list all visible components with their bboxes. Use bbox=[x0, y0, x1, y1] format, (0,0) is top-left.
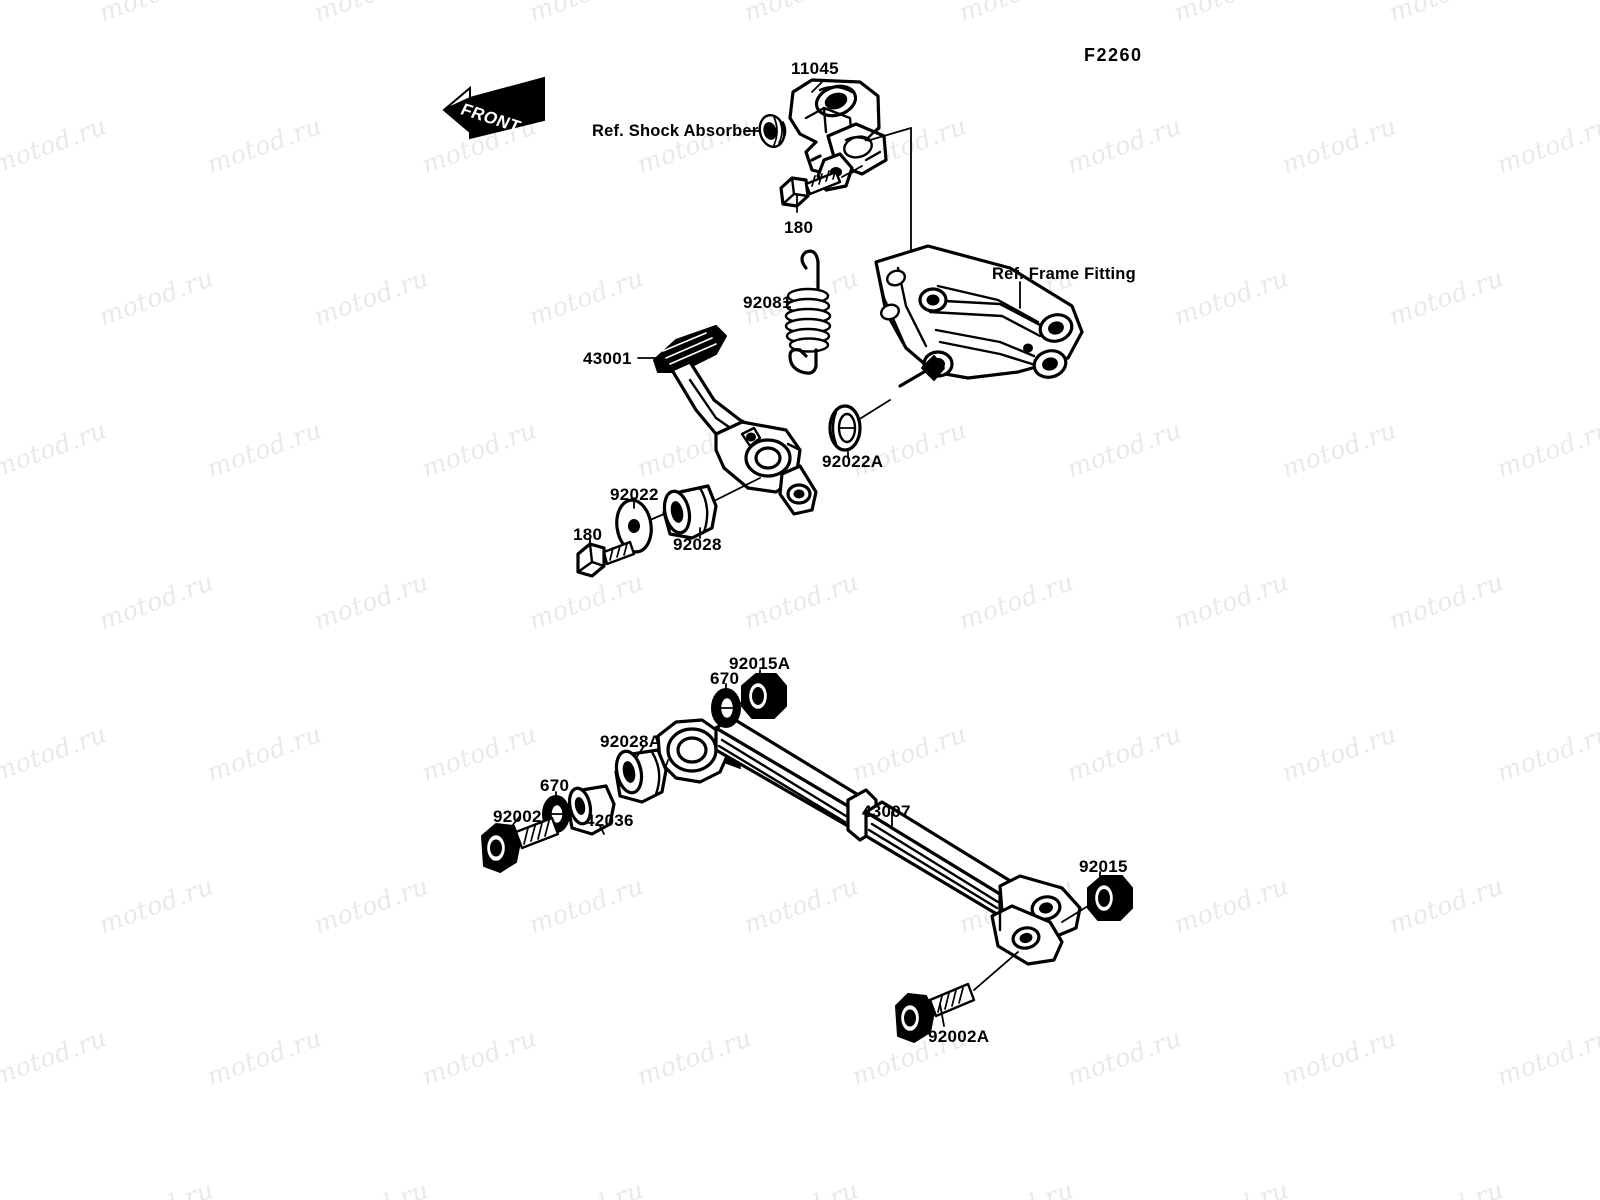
part-label-92028: 92028 bbox=[673, 535, 722, 554]
diagram-code: F2260 bbox=[1084, 45, 1143, 65]
part-label-43007: 43007 bbox=[862, 802, 911, 821]
part-label-92081: 92081 bbox=[743, 293, 792, 312]
part-92002A-flange-bolt bbox=[895, 951, 1019, 1043]
part-43007-torque-link bbox=[656, 716, 1082, 966]
part-92081-spring bbox=[784, 249, 832, 375]
part-label-180-lower: 180 bbox=[573, 525, 603, 544]
leader-92022A-axis bbox=[857, 399, 891, 421]
front-direction-badge: FRONT bbox=[440, 74, 550, 149]
part-label-92022: 92022 bbox=[610, 485, 659, 504]
part-frame-fitting bbox=[874, 244, 1084, 388]
ref-frame-fitting-label: Ref. Frame Fitting bbox=[992, 265, 1136, 283]
part-92022A-washer bbox=[828, 404, 862, 452]
leader-92028-axis bbox=[715, 477, 761, 501]
part-label-92015: 92015 bbox=[1079, 857, 1128, 876]
part-shock-absorber-bushing bbox=[758, 114, 787, 148]
part-label-42036: 42036 bbox=[585, 811, 634, 830]
part-label-11045: 11045 bbox=[791, 59, 839, 78]
part-92015A-nut bbox=[741, 673, 787, 719]
part-11045-bracket bbox=[788, 78, 888, 192]
part-92015-nut bbox=[1087, 875, 1133, 921]
part-92022-washer bbox=[615, 498, 653, 554]
leader-11045 bbox=[811, 81, 823, 93]
part-label-670-lower: 670 bbox=[540, 776, 570, 795]
leader-42036 bbox=[599, 825, 605, 835]
part-label-43001: 43001 bbox=[583, 349, 632, 368]
ref-shock-absorber-label: Ref. Shock Absorber bbox=[592, 122, 759, 140]
leader-92028A-axis bbox=[665, 759, 669, 767]
part-43001-brake-pedal bbox=[653, 325, 818, 516]
part-label-180-upper: 180 bbox=[784, 218, 814, 237]
leader-bolt-to-bracket bbox=[841, 165, 863, 178]
leader-92028A bbox=[635, 745, 645, 759]
leader-11045-elbow bbox=[869, 127, 912, 141]
part-label-92022A: 92022A bbox=[822, 452, 884, 471]
front-badge-arrow bbox=[442, 76, 545, 140]
part-92028-bushing bbox=[662, 484, 718, 540]
part-180-bolt-upper bbox=[779, 168, 842, 208]
part-92028A-bushing bbox=[614, 748, 668, 804]
part-label-92002A: 92002A bbox=[928, 1027, 990, 1046]
leader-92002 bbox=[511, 815, 521, 827]
part-42036-collar bbox=[566, 784, 616, 836]
part-label-92028A: 92028A bbox=[600, 732, 662, 751]
part-670-washer-upper bbox=[711, 688, 741, 728]
leader-92022-axis bbox=[649, 513, 665, 521]
leader-92015-axis bbox=[1061, 905, 1089, 923]
part-label-92015A: 92015A bbox=[729, 654, 791, 673]
part-label-92002: 92002 bbox=[493, 807, 542, 826]
leader-92002A bbox=[939, 1003, 945, 1027]
part-92002-bolt bbox=[481, 816, 560, 873]
part-label-670-upper: 670 bbox=[710, 669, 740, 688]
